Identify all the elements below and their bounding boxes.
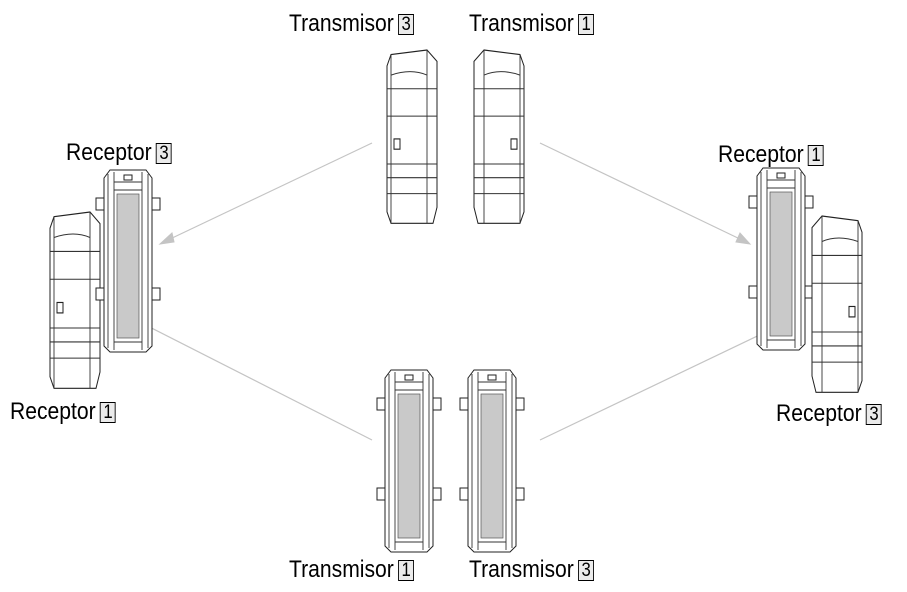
label-text: Receptor <box>776 400 862 427</box>
label-number-badge: 3 <box>866 404 882 425</box>
beam-bottom-left <box>119 311 373 441</box>
label-number-badge: 3 <box>156 143 172 164</box>
label-text: Transmisor <box>289 10 394 37</box>
label-number-badge: 3 <box>398 14 415 35</box>
receptor-right-front <box>748 167 814 351</box>
label-number-badge: 1 <box>100 402 116 423</box>
label-number-badge: 3 <box>578 560 595 581</box>
receptor-left-front <box>95 169 161 353</box>
label-number-badge: 1 <box>808 145 824 166</box>
transmitter-bottom-left <box>376 369 442 553</box>
label-text: Receptor <box>10 398 96 425</box>
label-text: Receptor <box>66 139 152 166</box>
label-text: Transmisor <box>289 556 394 583</box>
beam-bottom-right <box>539 329 771 441</box>
label-number-badge: 1 <box>578 14 595 35</box>
receptor-left-rear <box>49 211 101 389</box>
beam-top-left <box>158 142 373 245</box>
receptor-right-rear <box>811 215 863 393</box>
label-text: Transmisor <box>469 556 574 583</box>
beam-top-right <box>539 142 752 245</box>
label-text: Transmisor <box>469 10 574 37</box>
transmitter-bottom-right <box>459 369 525 553</box>
label-text: Receptor <box>718 141 804 168</box>
transmitter-top-left <box>386 49 438 224</box>
transmitter-top-right <box>473 49 525 224</box>
label-number-badge: 1 <box>398 560 415 581</box>
